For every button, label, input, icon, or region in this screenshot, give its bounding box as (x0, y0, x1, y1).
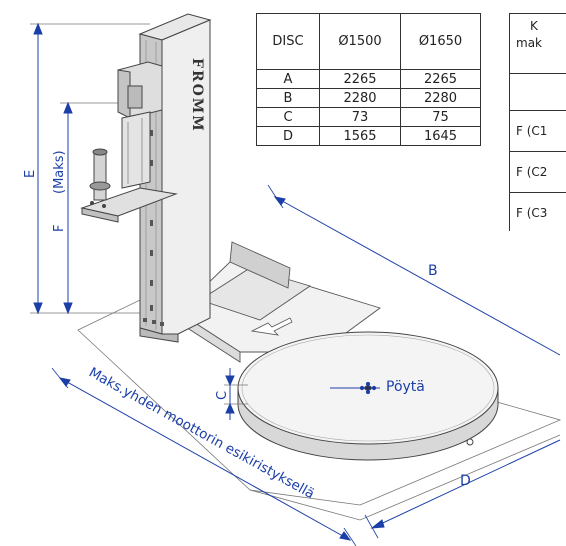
row-label: C (256, 107, 320, 127)
row-label: A (256, 69, 320, 89)
table-row (509, 73, 566, 111)
secondary-table-clip: K mak F (C1 F (C2 F (C3 (509, 13, 566, 231)
label-e: E (23, 170, 38, 178)
label-b: B (428, 263, 438, 279)
row-value: 2280 (400, 88, 481, 108)
row-label: B (256, 88, 320, 108)
secondary-header-line2: mak (516, 36, 542, 50)
dimension-f (60, 101, 125, 315)
secondary-cell: F (C3 (509, 192, 566, 231)
row-label: D (256, 126, 320, 146)
row-value: 75 (400, 107, 481, 127)
table-row: F (C2 (509, 151, 566, 193)
label-c: C (215, 391, 230, 400)
dimension-e (30, 22, 150, 315)
secondary-cell: F (C2 (509, 151, 566, 193)
secondary-table: K mak F (C1 F (C2 F (C3 (509, 13, 566, 231)
row-value: 1565 (319, 126, 401, 146)
table-row: D 1565 1645 (256, 126, 481, 146)
header-disc: DISC (256, 13, 320, 70)
table-label: Pöytä (386, 379, 425, 395)
table-row: B 2280 2280 (256, 88, 481, 108)
column-branding: FROMM (189, 58, 205, 133)
table-row: F (C1 (509, 110, 566, 152)
dimension-c (224, 368, 248, 420)
label-d: D (460, 473, 471, 489)
turntable (237, 331, 499, 461)
header-1650: Ø1650 (400, 13, 481, 70)
label-maks: (Maks) (52, 150, 67, 194)
disc-dimension-table: DISC Ø1500 Ø1650 A 2265 2265 B 2280 2280… (256, 13, 481, 146)
dimension-d (364, 439, 561, 539)
table-label-bg (380, 376, 440, 396)
secondary-cell: F (C1 (509, 110, 566, 152)
table-header-row: DISC Ø1500 Ø1650 (256, 13, 481, 70)
film-carriage (80, 61, 178, 223)
ramp-arrow-icon (250, 317, 293, 336)
label-f: F (52, 225, 67, 232)
row-value: 2280 (319, 88, 401, 108)
table-row: A 2265 2265 (256, 69, 481, 89)
secondary-header: K mak (509, 13, 566, 74)
row-value: 2265 (400, 69, 481, 89)
dimension-b (267, 184, 561, 356)
row-value: 1645 (400, 126, 481, 146)
table-row: F (C3 (509, 192, 566, 231)
row-value: 73 (319, 107, 401, 127)
dimension-bottom (51, 367, 357, 546)
table-row: C 73 75 (256, 107, 481, 127)
secondary-header-line1: K (530, 19, 538, 33)
row-value: 2265 (319, 69, 401, 89)
secondary-cell (509, 73, 566, 111)
table-header-row: K mak (509, 13, 566, 74)
header-1500: Ø1500 (319, 13, 401, 70)
